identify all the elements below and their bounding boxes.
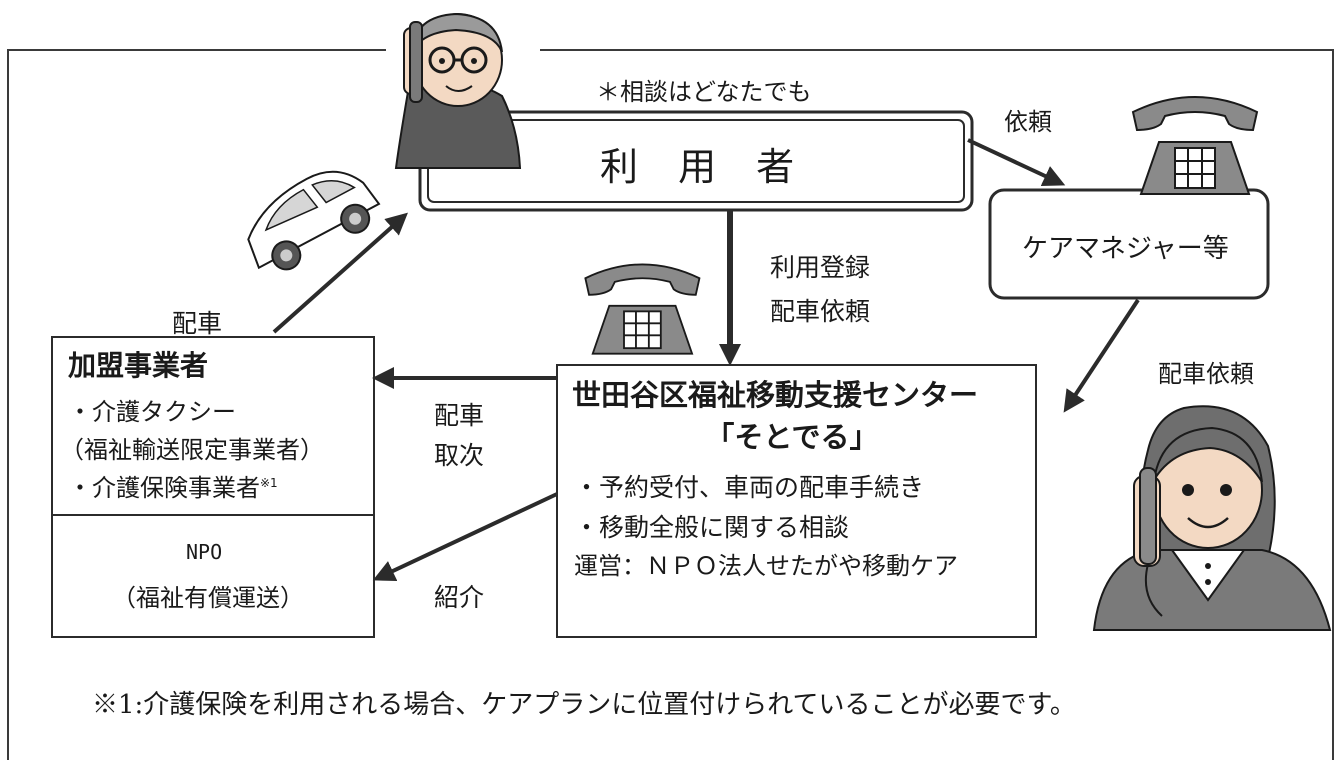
member-item-taxi: ・介護タクシー	[68, 398, 236, 426]
member-item-care-insurance: ・介護保険事業者※1	[68, 474, 278, 502]
member-title: 加盟事業者	[68, 349, 209, 382]
user-label: 利 用 者	[600, 145, 809, 189]
center-operator: 運営：ＮＰＯ法人せたがや移動ケア	[574, 552, 958, 580]
welfare-van-icon	[247, 170, 381, 271]
relay-label-1: 配車	[434, 401, 485, 430]
center-box	[556, 364, 1037, 638]
dispatch-label: 配車	[172, 309, 223, 338]
relay-label-2: 取次	[434, 441, 485, 470]
operator-woman-on-phone-icon	[1092, 405, 1332, 631]
rotary-telephone-icon	[584, 263, 701, 355]
rotary-telephone-icon	[1131, 96, 1259, 195]
care-manager-dispatch-label: 配車依頼	[1158, 360, 1254, 388]
npo-subtitle: （福祉有償運送）	[112, 584, 304, 612]
request-arrow	[967, 138, 1066, 187]
footnote-mark: ※1	[260, 476, 278, 490]
introduction-label: 紹介	[434, 583, 485, 612]
care-manager-box	[988, 188, 1270, 300]
request-label: 依頼	[1004, 108, 1052, 136]
npo-box	[51, 514, 375, 638]
center-item-reservation: ・予約受付、車両の配車手続き	[574, 473, 925, 502]
introduction-arrow	[372, 492, 558, 582]
dispatch-request-label: 配車依頼	[770, 297, 871, 326]
care-manager-label: ケアマネジャー等	[1022, 234, 1229, 264]
center-title: 世田谷区福祉移動支援センター	[572, 378, 979, 412]
footnote-text: ※1:介護保険を利用される場合、ケアプランに位置付けられていることが必要です。	[92, 690, 1076, 720]
center-nickname: 「そとでる」	[705, 420, 879, 454]
user-note: ＊相談はどなたでも	[596, 78, 812, 106]
dispatch-arrow	[272, 212, 408, 334]
member-item-limited: （福祉輸送限定事業者）	[60, 436, 324, 464]
registration-label: 利用登録	[770, 253, 871, 282]
care-manager-dispatch-arrow	[1063, 298, 1140, 413]
npo-title: NPO	[186, 540, 223, 564]
center-item-consultation: ・移動全般に関する相談	[574, 513, 850, 542]
elderly-person-on-phone-icon	[394, 12, 522, 169]
